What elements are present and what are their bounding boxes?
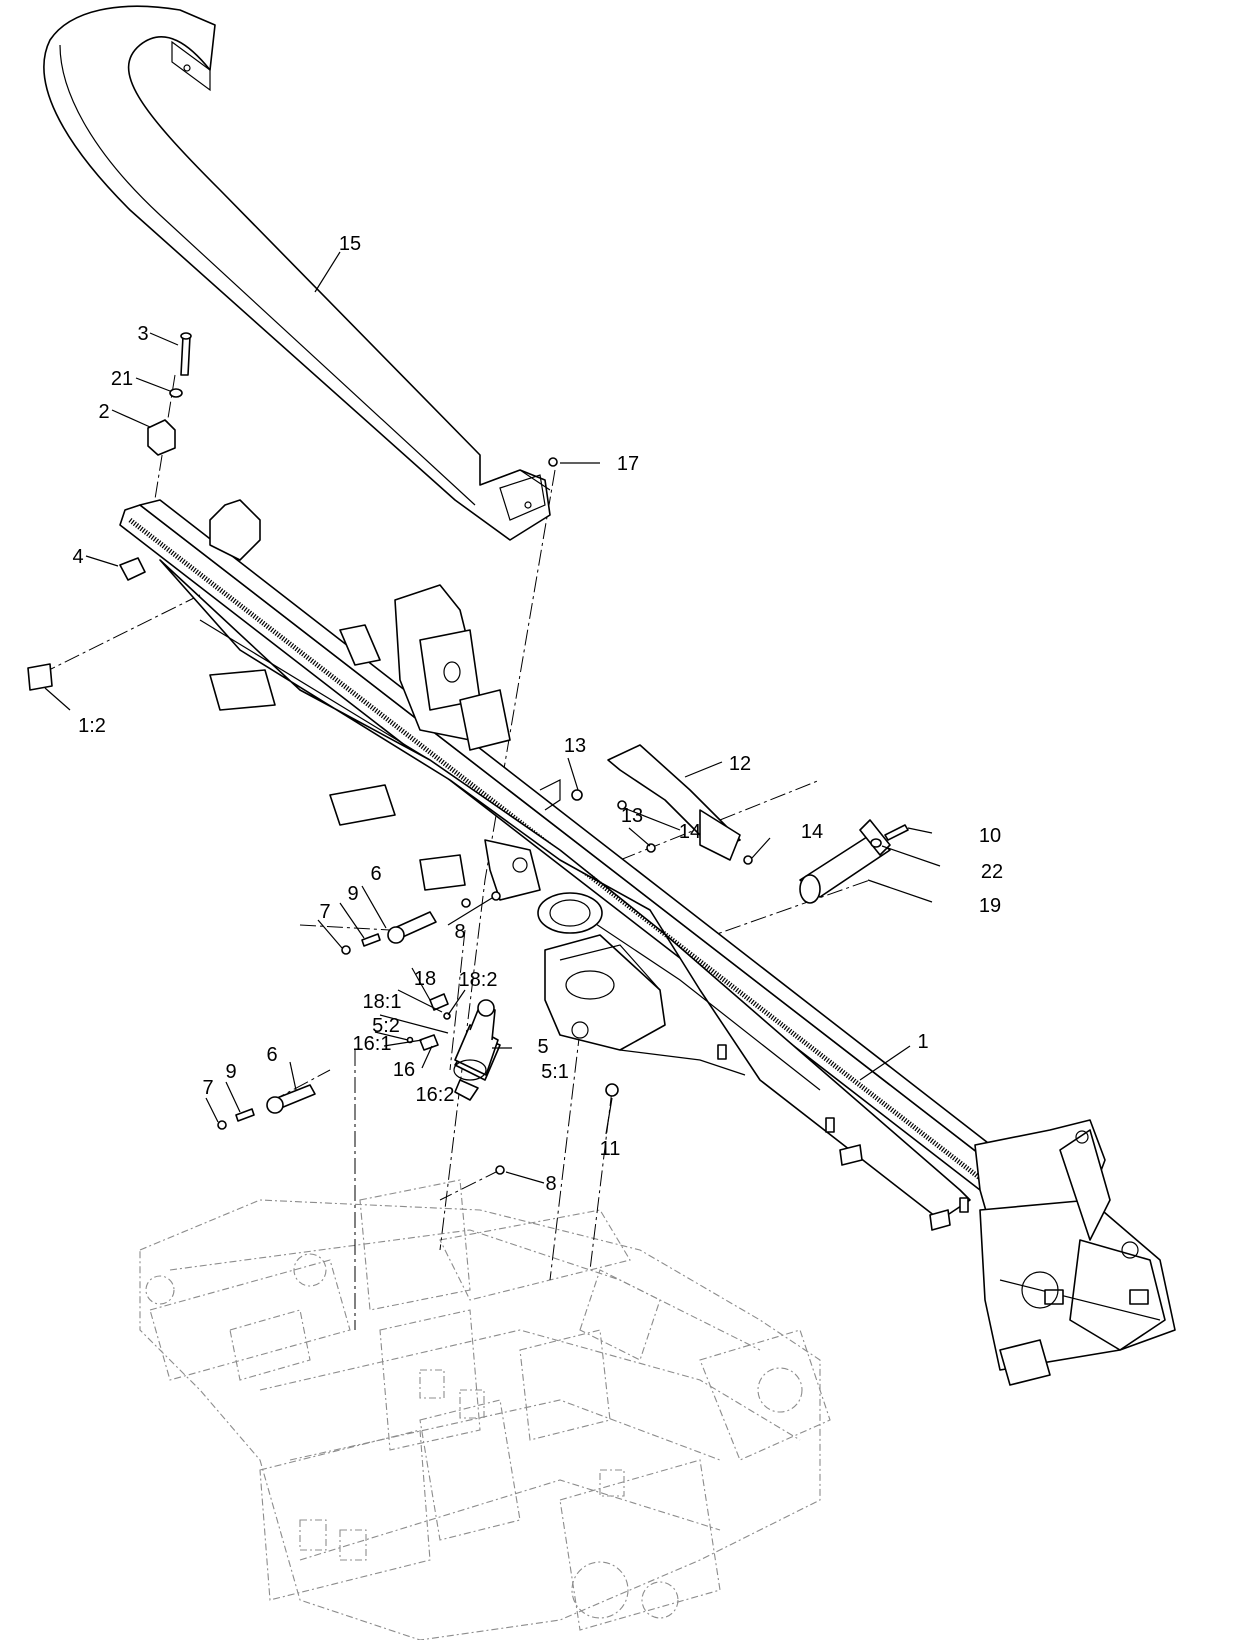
callout-21: 21 [111,368,133,390]
bracket-12 [539,744,741,861]
main-rack-beam-1 [119,499,1011,1221]
callout-22: 22 [981,861,1003,883]
callout-9-lower: 9 [225,1061,236,1083]
callout-16-2: 16:2 [416,1084,455,1106]
callout-2: 2 [98,401,109,423]
callout-14-right: 14 [801,821,823,843]
beam-brackets [209,499,541,901]
callout-18: 18 [414,968,436,990]
callout-5-1: 5:1 [541,1061,569,1083]
callout-18-2: 18:2 [459,969,498,991]
cylinder-5 [453,999,501,1101]
callout-14-left: 14 [679,821,701,843]
callout-10: 10 [979,825,1001,847]
callout-12: 12 [729,753,751,775]
callout-5-2: 5:2 [372,1015,400,1037]
callout-6-upper: 6 [370,863,381,885]
callout-7-upper: 7 [319,901,330,923]
housing-block [544,934,746,1076]
callout-9-upper: 9 [347,883,358,905]
callout-18-1: 18:1 [363,991,402,1013]
beam-end-bracket [974,1119,1176,1386]
callout-19: 19 [979,895,1001,917]
callout-5: 5 [537,1036,548,1058]
cable-carrier-15 [43,5,551,541]
callout-13-upper: 13 [564,735,586,757]
callout-16-1: 16:1 [353,1033,392,1055]
small-hardware [27,332,969,1231]
callout-16: 16 [393,1059,415,1081]
machine-frame-ghost [139,1179,831,1640]
callout-4: 4 [72,546,83,568]
callout-8-lower: 8 [545,1173,556,1195]
callout-8-upper: 8 [454,921,465,943]
tube-19 [799,819,891,904]
callout-labels: 15 3 21 2 17 4 1:2 13 12 13 14 14 10 22 … [72,233,1003,1195]
leader-lines [44,251,941,1184]
callout-17: 17 [617,453,639,475]
callout-15: 15 [339,233,361,255]
callout-1: 1 [917,1031,928,1053]
callout-1-2: 1:2 [78,715,106,737]
callout-3: 3 [137,323,148,345]
callout-6-lower: 6 [266,1044,277,1066]
callout-13-lower: 13 [621,805,643,827]
callout-7-lower: 7 [202,1077,213,1099]
callout-11: 11 [600,1138,621,1160]
